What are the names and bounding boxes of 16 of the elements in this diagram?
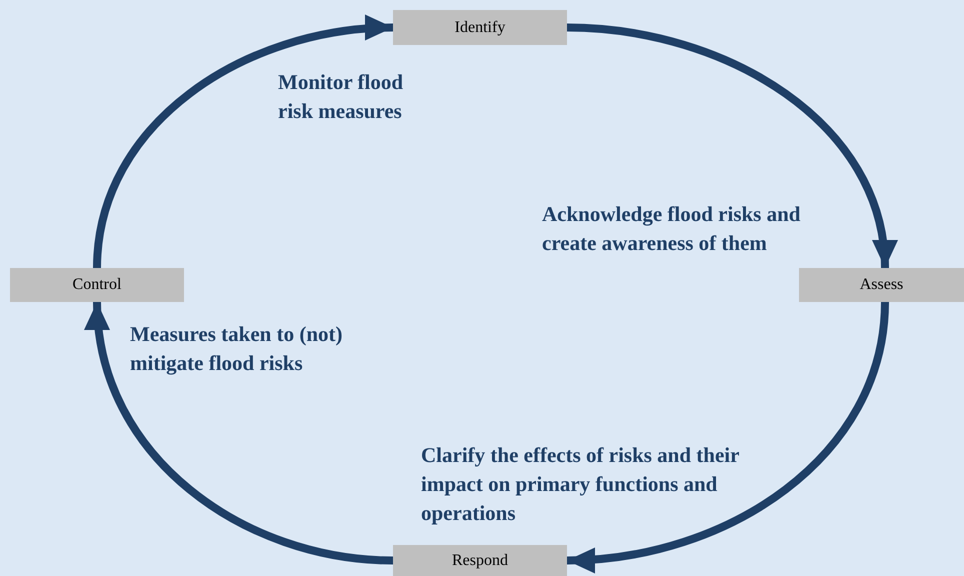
process-box: [393, 545, 567, 576]
step-description: Measures taken to (not) mitigate flood risks: [130, 321, 344, 377]
stage-label: Assess: [860, 276, 904, 294]
step-description: Acknowledge flood risks and create awareness of them: [542, 201, 802, 257]
stage-label: Identify: [454, 18, 506, 36]
process-box: [393, 10, 567, 45]
cycle-arrow: [93, 16, 394, 268]
cycle-arrow: [566, 24, 896, 268]
process-box: [10, 268, 184, 302]
process-box: [799, 268, 964, 302]
stage-label: Respond: [452, 552, 508, 570]
step-description: Monitor flood risk measures: [278, 69, 404, 125]
step-description: Clarify the effects of risks and their impact on primary functions and operations: [421, 442, 740, 527]
cycle-arrow: [86, 302, 394, 564]
cycle-arrow: [566, 302, 889, 572]
stage-label: Control: [72, 276, 122, 294]
